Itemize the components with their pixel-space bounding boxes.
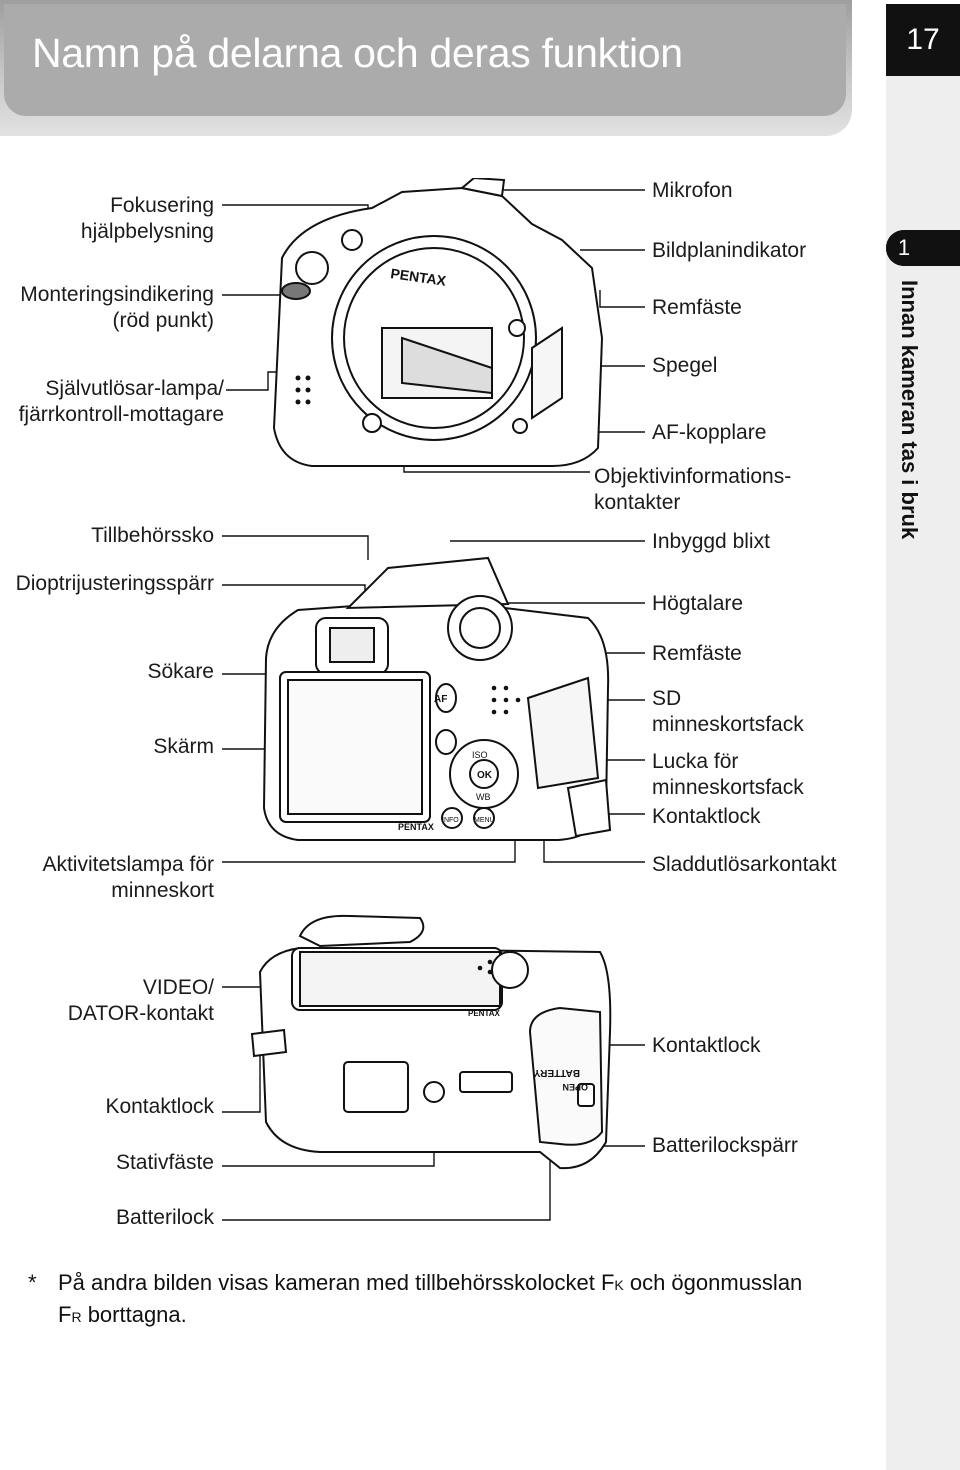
label-mount-index-2: (röd punkt)	[112, 309, 214, 332]
label-focus-assist-1: Fokusering	[110, 194, 214, 217]
label-terminal-cover-left: Kontaktlock	[105, 1095, 214, 1118]
btn-iso-mark: ISO	[472, 750, 488, 760]
label-mount-index-1: Monteringsindikering	[20, 283, 214, 306]
label-monitor: Skärm	[153, 735, 214, 758]
footnote-part-c: F	[58, 1302, 72, 1327]
btn-info-mark: INFO	[442, 817, 459, 824]
camera-back-illustration: AF ISO OK WB INFO MENU PENTAX	[262, 556, 612, 841]
btn-wb-mark: WB	[476, 792, 491, 802]
btn-af-mark: AF	[434, 694, 447, 705]
label-mirror: Spegel	[652, 354, 718, 377]
footnote-sub-r: R	[71, 1309, 82, 1325]
footnote-star: *	[28, 1270, 37, 1295]
page-header: Namn på delarna och deras funktion	[0, 0, 852, 136]
battery-mark: BATTERY	[534, 1067, 580, 1078]
footnote-part-d: borttagna.	[81, 1302, 187, 1327]
page-title: Namn på delarna och deras funktion	[32, 30, 683, 76]
label-battery-lock: Batterilockspärr	[652, 1134, 798, 1157]
label-battery-cover: Batterilock	[115, 1206, 214, 1229]
back-brand-mark: PENTAX	[398, 822, 434, 832]
label-tripod-socket: Stativfäste	[115, 1151, 214, 1174]
label-video-pc-1: VIDEO/	[142, 976, 214, 999]
label-video-pc-2: DATOR-kontakt	[67, 1002, 214, 1025]
page-number: 17	[906, 23, 940, 56]
label-card-lamp-2: minneskort	[111, 879, 214, 902]
chapter-circle	[886, 230, 922, 266]
btn-ok-mark: OK	[477, 770, 493, 781]
label-viewfinder: Sökare	[147, 660, 214, 683]
label-speaker: Högtalare	[652, 592, 744, 615]
open-mark: OPEN	[562, 1082, 588, 1092]
label-strap-lug-front: Remfäste	[652, 296, 742, 319]
footnote-sub-k: K	[614, 1277, 624, 1293]
footnote-text: På andra bilden visas kameran med tillbe…	[58, 1268, 868, 1332]
label-strap-lug-back: Remfäste	[652, 642, 742, 665]
front-brand-mark: PENTAX	[390, 265, 448, 289]
label-cable-switch: Sladdutlösarkontakt	[652, 853, 837, 876]
label-lens-contacts-2: kontakter	[594, 491, 681, 514]
label-lens-contacts-1: Objektivinformations-	[594, 465, 792, 488]
label-focus-assist-2: hjälpbelysning	[80, 220, 214, 243]
label-card-cover-1: Lucka för	[652, 750, 739, 773]
label-terminal-cover-back: Kontaktlock	[652, 805, 761, 828]
label-image-plane: Bildplanindikator	[652, 239, 807, 262]
label-selftimer-1: Självutlösar-lampa/	[45, 377, 224, 400]
camera-bottom-illustration: BATTERY OPEN PENTAX	[250, 914, 612, 1170]
label-terminal-cover-right: Kontaktlock	[652, 1034, 761, 1057]
label-sd-slot-1: SD	[652, 687, 682, 710]
label-microphone: Mikrofon	[652, 179, 733, 202]
label-af-coupler: AF-kopplare	[652, 421, 767, 444]
label-diopter: Dioptrijusteringsspärr	[15, 572, 214, 595]
label-sd-slot-2: minneskortsfack	[652, 713, 804, 736]
chapter-number: 1	[897, 235, 911, 260]
header-band	[4, 4, 846, 116]
footnote-part-a: På andra bilden visas kameran med tillbe…	[58, 1270, 615, 1295]
label-card-lamp-1: Aktivitetslampa för	[42, 853, 214, 876]
btn-menu-mark: MENU	[474, 817, 495, 824]
label-selftimer-2: fjärrkontroll-mottagare	[18, 403, 224, 426]
chapter-sidebar	[886, 76, 960, 1470]
label-built-in-flash: Inbyggd blixt	[652, 530, 770, 553]
chapter-title: Innan kameran tas i bruk	[897, 280, 922, 540]
label-card-cover-2: minneskortsfack	[652, 776, 804, 799]
label-hot-shoe: Tillbehörssko	[91, 524, 214, 547]
page-number-box: 17	[886, 4, 960, 76]
camera-front-illustration: PENTAX	[272, 178, 604, 467]
bottom-brand-mark: PENTAX	[468, 1009, 501, 1018]
footnote-part-b: och ögonmusslan	[623, 1270, 803, 1295]
